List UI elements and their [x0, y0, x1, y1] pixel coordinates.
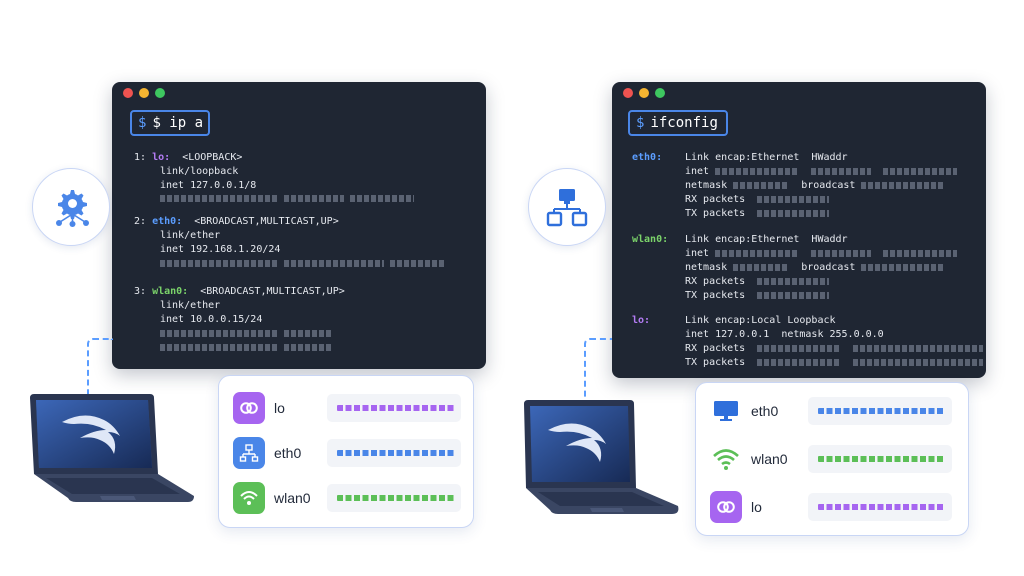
network-settings-badge	[32, 168, 110, 246]
terminal-line: TX packets	[685, 290, 830, 302]
interface-name: eth0	[751, 403, 779, 419]
wifi-icon	[710, 443, 742, 475]
ip-a-terminal-window: $$ ip a 1: lo: <LOOPBACK> link/loopback …	[112, 82, 486, 369]
kali-laptop-left	[30, 394, 194, 502]
terminal-line: TX packets	[685, 208, 830, 220]
terminal-line: inet 127.0.0.1 netmask 255.0.0.0	[685, 329, 884, 340]
terminal-line: Link encap:Ethernet HWaddr	[685, 152, 848, 163]
command-prompt-box[interactable]: $ $ ip a	[130, 110, 210, 136]
kali-laptop-right	[524, 400, 679, 514]
close-window-button[interactable]	[623, 88, 633, 98]
redacted-line	[160, 328, 333, 340]
prompt-symbol: $	[138, 115, 147, 131]
interface-name: eth0	[274, 445, 302, 461]
connector-line	[584, 338, 612, 398]
interface-row-lo[interactable]: lo	[233, 389, 461, 427]
redacted-line	[160, 342, 333, 354]
redacted-line	[160, 258, 447, 270]
maximize-window-button[interactable]	[655, 88, 665, 98]
command-prompt-box[interactable]: $ ifconfig	[628, 110, 728, 136]
interface-row-eth0[interactable]: eth0	[710, 392, 952, 430]
connector-line	[87, 338, 113, 398]
interface-name: wlan0	[274, 490, 311, 506]
command-text: ifconfig	[650, 115, 718, 131]
terminal-line: link/ether	[160, 230, 221, 241]
interface-status-bar	[327, 394, 461, 422]
interface-row-wlan0[interactable]: wlan0	[710, 440, 952, 478]
interface-status-bar	[808, 493, 952, 521]
network-topology-badge	[528, 168, 606, 246]
interface-header-lo: 1: lo: <LOOPBACK>	[134, 152, 243, 163]
terminal-output: $$ ip a 1: lo: <LOOPBACK> link/loopback …	[112, 82, 486, 369]
close-window-button[interactable]	[123, 88, 133, 98]
terminal-line: Link encap:Ethernet HWaddr	[685, 234, 848, 245]
minimize-window-button[interactable]	[639, 88, 649, 98]
ethernet-icon	[233, 437, 265, 469]
interface-label-lo: lo:	[632, 315, 651, 326]
right-interface-list-panel: eth0 wlan0 lo	[695, 382, 969, 536]
loopback-icon	[233, 392, 265, 424]
interface-status-bar	[327, 484, 461, 512]
interface-label-eth0: eth0:	[632, 152, 663, 163]
interface-status-bar	[327, 439, 461, 467]
interface-header-eth0: 2: eth0: <BROADCAST,MULTICAST,UP>	[134, 216, 339, 227]
terminal-line: inet	[685, 166, 958, 178]
terminal-line: inet	[685, 248, 958, 260]
terminal-line: inet 10.0.0.15/24	[160, 314, 263, 325]
terminal-line: RX packets	[685, 276, 830, 288]
terminal-line: link/ether	[160, 300, 221, 311]
terminal-line: inet 192.168.1.20/24	[160, 244, 281, 255]
network-settings-gear-icon	[56, 190, 89, 227]
terminal-line: RX packets	[685, 343, 984, 355]
terminal-line: inet 127.0.0.1/8	[160, 180, 257, 191]
wifi-icon	[233, 482, 265, 514]
interface-status-bar	[808, 445, 952, 473]
interface-name: lo	[274, 400, 285, 416]
interface-status-bar	[808, 397, 952, 425]
maximize-window-button[interactable]	[155, 88, 165, 98]
terminal-line: TX packets	[685, 357, 984, 369]
interface-name: lo	[751, 499, 762, 515]
interface-row-wlan0[interactable]: wlan0	[233, 479, 461, 517]
terminal-line: RX packets	[685, 194, 830, 206]
interface-header-wlan0: 3: wlan0: <BROADCAST,MULTICAST,UP>	[134, 286, 345, 297]
interface-label-wlan0: wlan0:	[632, 234, 669, 245]
interface-row-lo[interactable]: lo	[710, 488, 952, 526]
command-text: $ ip a	[152, 115, 204, 131]
interface-name: wlan0	[751, 451, 788, 467]
monitor-icon	[710, 395, 742, 427]
network-topology-icon	[546, 189, 588, 227]
minimize-window-button[interactable]	[139, 88, 149, 98]
redacted-line	[160, 193, 415, 205]
interface-row-eth0[interactable]: eth0	[233, 434, 461, 472]
left-interface-list-panel: lo eth0 wlan0	[218, 375, 474, 528]
terminal-line: link/loopback	[160, 166, 239, 177]
loopback-icon	[710, 491, 742, 523]
terminal-titlebar	[112, 82, 486, 104]
kali-dragon-logo	[62, 415, 120, 454]
terminal-line: Link encap:Local Loopback	[685, 315, 836, 326]
ifconfig-terminal-window: $ ifconfig eth0: Link encap:Ethernet HWad…	[612, 82, 986, 378]
terminal-output: $ ifconfig eth0: Link encap:Ethernet HWad…	[612, 82, 986, 378]
terminal-line: netmask broadcast	[685, 262, 946, 274]
terminal-line: netmask broadcast	[685, 180, 946, 192]
terminal-titlebar	[612, 82, 986, 104]
kali-dragon-logo	[548, 423, 606, 462]
prompt-symbol: $	[636, 115, 645, 131]
